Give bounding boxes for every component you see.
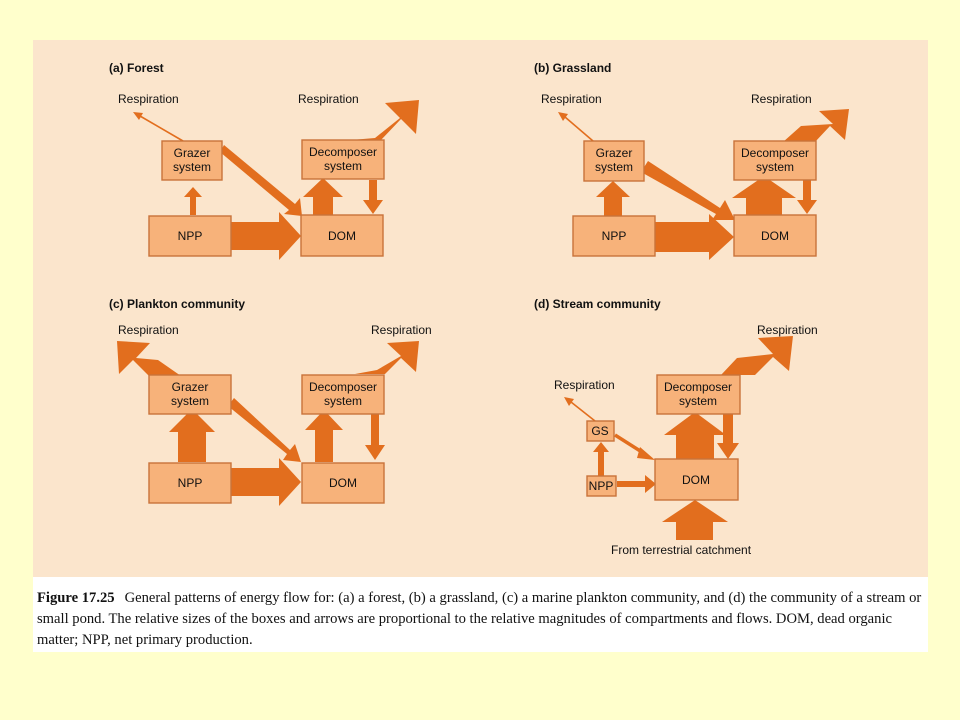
respiration-label-decomposer: Respiration: [757, 323, 818, 337]
energy-flow-diagram: (a) Forest Respiration Respiration: [109, 61, 849, 557]
npp-label: NPP: [178, 476, 203, 490]
npp-to-dom-arrow: [231, 212, 301, 260]
respiration-label-grazer: Respiration: [118, 323, 179, 337]
npp-label: NPP: [589, 479, 614, 493]
grazer-box: [583, 140, 645, 182]
dom-label: DOM: [329, 476, 357, 490]
caption-label: Figure 17.25: [37, 590, 115, 606]
gs-box: [586, 420, 615, 442]
grazer-to-dom-arrow: [228, 398, 301, 462]
npp-to-dom-arrow: [654, 214, 734, 260]
decomposer-to-dom-arrow: [717, 414, 739, 459]
grazer-label-line2: system: [173, 160, 211, 174]
grazer-respiration-arrow: [139, 115, 184, 142]
grazer-label-line2: system: [171, 394, 209, 408]
respiration-label-grazer: Respiration: [118, 92, 179, 106]
grazer-label-line1: Grazer: [172, 380, 209, 394]
dom-to-decomposer-arrow: [303, 178, 343, 215]
grazer-box: [148, 374, 232, 415]
dom-label: DOM: [328, 229, 356, 243]
dom-to-decomposer-arrow: [305, 410, 343, 462]
npp-box: [148, 215, 232, 257]
decomposer-respiration-arrow: [355, 341, 419, 374]
dom-box: [654, 458, 739, 501]
decomposer-label-line2: system: [756, 160, 794, 174]
decomposer-respiration-arrow: [783, 109, 849, 142]
npp-to-dom-arrow: [617, 475, 656, 493]
grazer-respiration-arrowhead: [133, 112, 143, 120]
decomposer-label-line1: Decomposer: [664, 380, 732, 394]
decomposer-label-line2: system: [324, 159, 362, 173]
panel-title: (b) Grassland: [534, 61, 611, 75]
npp-box: [148, 462, 232, 504]
npp-to-dom-arrow: [231, 458, 301, 506]
respiration-label-decomposer: Respiration: [371, 323, 432, 337]
decomposer-to-dom-arrow: [365, 414, 385, 460]
npp-box: [572, 215, 656, 257]
gs-respiration-arrowhead: [564, 397, 574, 406]
grazer-label-line2: system: [595, 160, 633, 174]
catchment-label: From terrestrial catchment: [611, 543, 752, 557]
npp-label: NPP: [602, 229, 627, 243]
grazer-label-line1: Grazer: [174, 146, 211, 160]
decomposer-respiration-arrow: [721, 336, 793, 375]
panel-forest: (a) Forest Respiration Respiration: [109, 61, 419, 260]
npp-to-grazer-arrow: [184, 187, 202, 215]
gs-respiration-arrow: [570, 401, 596, 422]
panel-stream: (d) Stream community Respiration Respira…: [534, 297, 818, 557]
grazer-label-line1: Grazer: [596, 146, 633, 160]
respiration-label-grazer: Respiration: [541, 92, 602, 106]
respiration-label-decomposer: Respiration: [298, 92, 359, 106]
npp-to-grazer-arrow: [169, 409, 215, 462]
figure: (a) Forest Respiration Respiration: [33, 40, 928, 652]
npp-to-grazer-arrow: [596, 181, 630, 216]
catchment-input-arrow: [662, 500, 728, 540]
decomposer-label-line1: Decomposer: [309, 145, 377, 159]
grazer-respiration-arrowhead: [558, 112, 568, 121]
panel-title: (d) Stream community: [534, 297, 661, 311]
respiration-label-gs: Respiration: [554, 378, 615, 392]
gs-label: GS: [591, 424, 608, 438]
npp-label: NPP: [178, 229, 203, 243]
panel-title: (a) Forest: [109, 61, 164, 75]
npp-to-gs-arrow: [593, 442, 609, 476]
decomposer-box: [733, 140, 817, 181]
decomposer-to-dom-arrow: [797, 180, 817, 214]
decomposer-label-line2: system: [324, 394, 362, 408]
diagram-area: (a) Forest Respiration Respiration: [33, 40, 928, 577]
grazer-to-dom-arrow: [641, 161, 735, 220]
dom-label: DOM: [761, 229, 789, 243]
decomposer-label-line1: Decomposer: [741, 146, 809, 160]
decomposer-box: [656, 374, 741, 415]
caption-text: General patterns of energy flow for: (a)…: [37, 590, 922, 648]
respiration-label-decomposer: Respiration: [751, 92, 812, 106]
grazer-respiration-arrow: [564, 116, 594, 142]
grazer-to-dom-arrow: [220, 145, 302, 216]
dom-box: [301, 462, 385, 504]
decomposer-respiration-arrow: [351, 100, 419, 140]
dom-label: DOM: [682, 473, 710, 487]
dom-to-decomposer-arrow: [732, 176, 796, 215]
npp-box: [586, 475, 617, 497]
decomposer-box: [301, 139, 385, 180]
panel-grassland: (b) Grassland Respiration Respiration: [534, 61, 849, 260]
gs-to-dom-arrowhead: [637, 447, 655, 460]
decomposer-box: [301, 374, 385, 415]
grazer-respiration-arrow: [117, 341, 181, 376]
dom-to-decomposer-arrow: [664, 412, 726, 459]
dom-box: [300, 214, 384, 257]
dom-box: [733, 214, 817, 257]
grazer-box: [161, 140, 223, 181]
panel-title: (c) Plankton community: [109, 297, 245, 311]
decomposer-to-dom-arrow: [363, 180, 383, 214]
panel-plankton: (c) Plankton community Respiration Respi…: [109, 297, 432, 506]
decomposer-label-line1: Decomposer: [309, 380, 377, 394]
decomposer-label-line2: system: [679, 394, 717, 408]
